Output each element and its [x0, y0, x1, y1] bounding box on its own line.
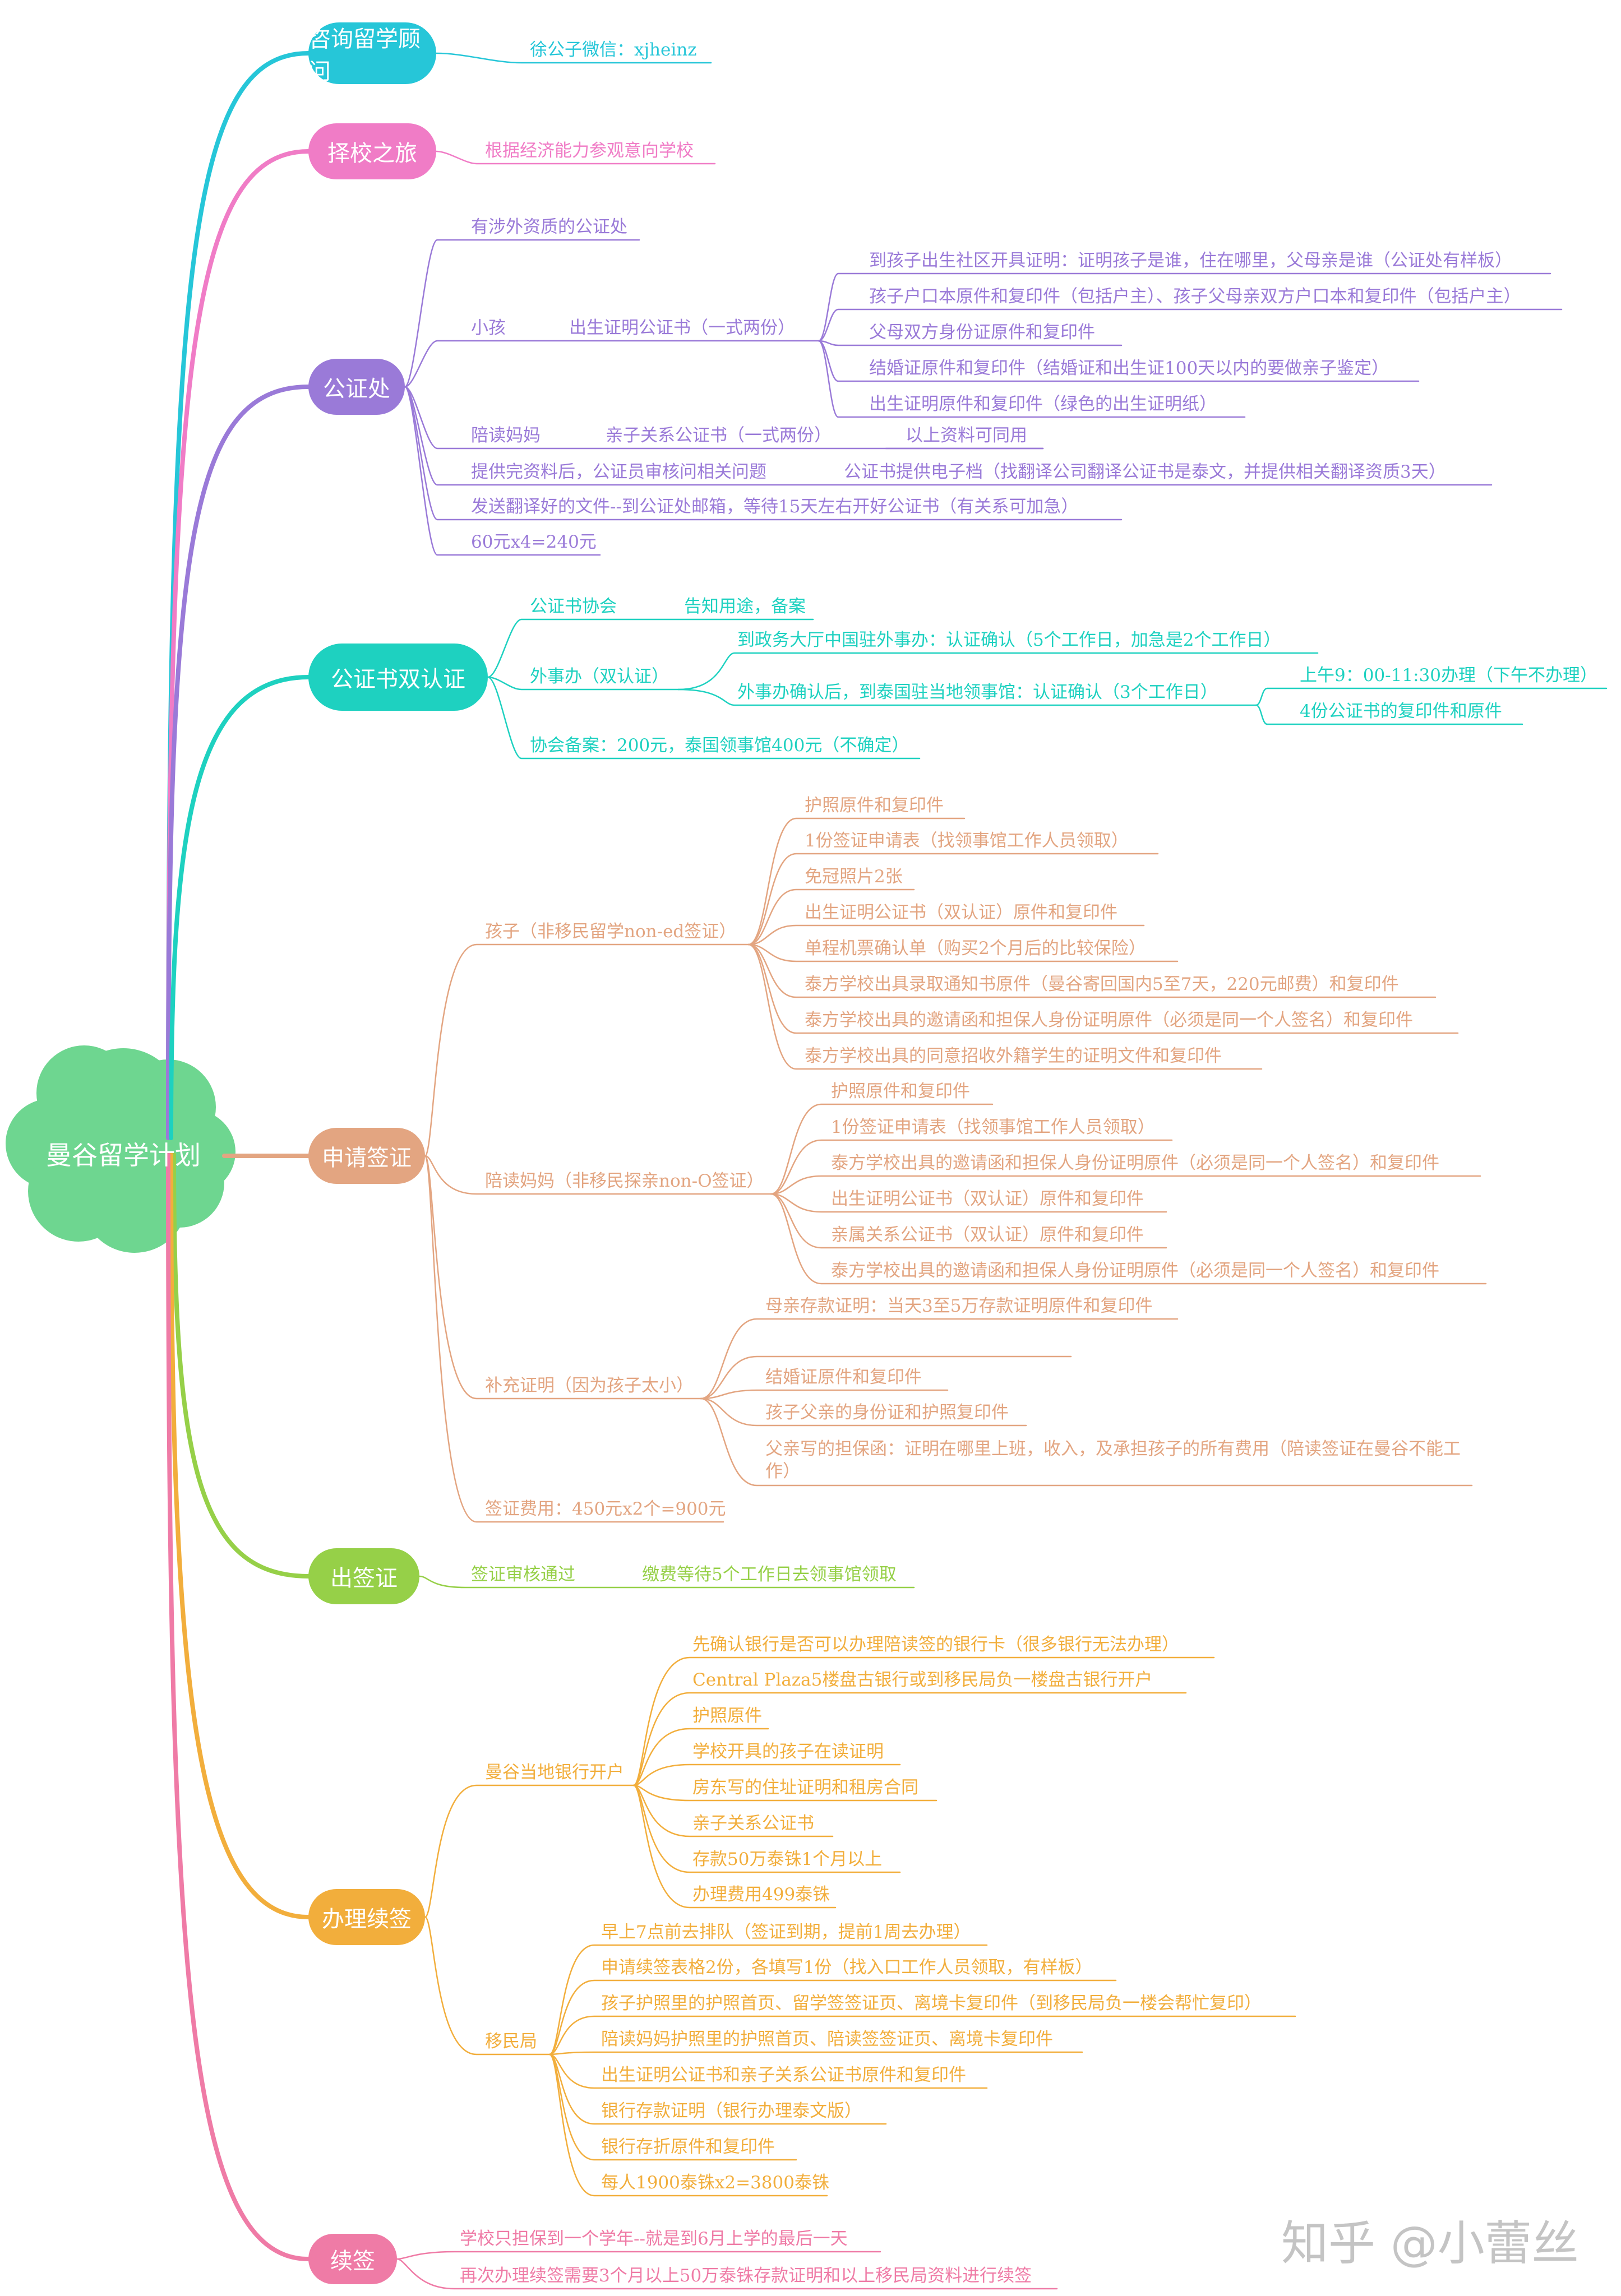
connector-auth	[169, 675, 311, 1140]
renew-immigration-item: 申请续签表格2份，各填写1份（找入口工作人员领取，有样板）	[601, 1957, 1093, 1978]
visa-extra-item: 结婚证原件和复印件	[765, 1367, 922, 1387]
visa-extra-item: 孩子父亲的身份证和护照复印件	[765, 1402, 1009, 1423]
visa-fee: 签证费用：450元x2个=900元	[485, 1499, 726, 1519]
renew-bank: 曼谷当地银行开户	[485, 1762, 624, 1783]
auth-step2: 外事办确认后，到泰国驻当地领事馆：认证确认（3个工作日）	[737, 682, 1218, 702]
renew-immigration-item: 陪读妈妈护照里的护照首页、陪读签签证页、离境卡复印件	[601, 2029, 1053, 2049]
notary-mother: 陪读妈妈	[471, 425, 541, 446]
branch-tour[interactable]: 择校之旅	[308, 123, 436, 179]
branch-consult[interactable]: 咨询留学顾问	[308, 22, 436, 85]
notary-child: 小孩	[471, 318, 506, 338]
auth-step2-docs: 4份公证书的复印件和原件	[1300, 701, 1502, 721]
renew-immigration-item: 银行存折原件和复印件	[601, 2137, 775, 2157]
renew-bank-item: 房东写的住址证明和租房合同	[692, 1777, 918, 1798]
notary-e-file: 公证书提供电子档（找翻译公司翻译公证书是泰文，并提供相关翻译资质3天）	[844, 462, 1446, 482]
connector-notary	[166, 385, 311, 1140]
notary-birth-item: 孩子户口本原件和复印件（包括户主）、孩子父母亲双方户口本和复印件（包括户主）	[869, 286, 1521, 307]
consult-contact: 徐公子微信：xjheinz	[530, 40, 697, 60]
notary-same-docs: 以上资料可同用	[906, 425, 1027, 446]
notary-review: 提供完资料后，公证员审核问相关问题	[471, 462, 766, 482]
visa-child-item: 护照原件和复印件	[805, 795, 944, 816]
visa-mother-item: 出生证明公证书（双认证）原件和复印件	[831, 1189, 1144, 1209]
visa-mother-item: 泰方学校出具的邀请函和担保人身份证明原件（必须是同一个人签名）和复印件	[831, 1261, 1439, 1281]
watermark: 知乎 @小蕾丝	[1281, 2216, 1579, 2271]
renew-immigration-item: 孩子护照里的护照首页、留学签签证页、离境卡复印件（到移民局负一楼会帮忙复印）	[601, 1993, 1262, 2013]
connector-consult	[166, 51, 311, 1140]
notary-birth-cert: 出生证明公证书（一式两份）	[569, 318, 795, 338]
notary-kinship-cert: 亲子关系公证书（一式两份）	[606, 425, 832, 446]
extend-item: 学校只担保到一个学年--就是到6月上学的最后一天	[460, 2229, 848, 2249]
auth-association: 公证书协会	[530, 596, 617, 617]
branch-auth[interactable]: 公证书双认证	[308, 644, 488, 711]
root-title: 曼谷留学计划	[46, 1140, 201, 1170]
visa-mother-item: 1份签证申请表（找领事馆工作人员领取）	[831, 1117, 1155, 1137]
auth-foreign-office: 外事办（双认证）	[530, 666, 669, 687]
visa-mother-item: 亲属关系公证书（双认证）原件和复印件	[831, 1225, 1144, 1245]
renew-immigration-item: 出生证明公证书和亲子关系公证书原件和复印件	[601, 2065, 966, 2085]
visa-child: 孩子（非移民留学non-ed签证）	[485, 922, 737, 942]
renew-bank-item: 亲子关系公证书	[692, 1813, 814, 1834]
branch-extend[interactable]: 续签	[308, 2234, 397, 2284]
notary-birth-item: 出生证明原件和复印件（绿色的出生证明纸）	[869, 394, 1217, 414]
visa-mother-item: 护照原件和复印件	[831, 1081, 970, 1101]
visa-child-item: 出生证明公证书（双认证）原件和复印件	[805, 902, 1117, 923]
notary-send: 发送翻译好的文件--到公证处邮箱，等待15天左右开好公证书（有关系可加急）	[471, 497, 1079, 517]
notary-birth-item: 父母双方身份证原件和复印件	[869, 322, 1095, 342]
visa-child-item: 单程机票确认单（购买2个月后的比较保险）	[805, 938, 1146, 959]
visa-child-item: 泰方学校出具录取通知书原件（曼谷寄回国内5至7天，220元邮费）和复印件	[805, 974, 1399, 994]
renew-bank-item: 先确认银行是否可以办理陪读签的银行卡（很多银行无法办理）	[692, 1635, 1179, 1655]
notary-office: 有涉外资质的公证处	[471, 217, 627, 237]
connector-renew	[169, 1152, 311, 1919]
branch-visa[interactable]: 申请签证	[308, 1128, 425, 1184]
notary-birth-item: 结婚证原件和复印件（结婚证和出生证100天以内的要做亲子鉴定）	[869, 358, 1389, 378]
renew-immigration-item: 早上7点前去排队（签证到期，提前1周去办理）	[601, 1922, 971, 1942]
extend-item: 再次办理续签需要3个月以上50万泰铢存款证明和以上移民局资料进行续签	[460, 2266, 1032, 2286]
auth-step1: 到政务大厅中国驻外事办：认证确认（5个工作日，加急是2个工作日）	[737, 630, 1281, 650]
visa-mother-item: 泰方学校出具的邀请函和担保人身份证明原件（必须是同一个人签名）和复印件	[831, 1153, 1439, 1173]
branch-renew[interactable]: 办理续签	[308, 1889, 425, 1945]
visa-mother: 陪读妈妈（非移民探亲non-O签证）	[485, 1171, 764, 1191]
visa-child-item: 泰方学校出具的邀请函和担保人身份证明原件（必须是同一个人签名）和复印件	[805, 1010, 1413, 1030]
renew-bank-item: 学校开具的孩子在读证明	[692, 1742, 884, 1762]
auth-fees: 协会备案：200元，泰国领事馆400元（不确定）	[530, 735, 909, 756]
renew-bank-item: 办理费用499泰铢	[692, 1885, 830, 1905]
auth-step2-hours: 上午9：00-11:30办理（下午不办理）	[1300, 665, 1597, 686]
renew-bank-item: 护照原件	[692, 1706, 762, 1726]
visa-extra: 补充证明（因为孩子太小）	[485, 1376, 694, 1396]
visa-child-item: 1份签证申请表（找领事馆工作人员领取）	[805, 831, 1129, 851]
visa-child-item: 免冠照片2张	[805, 867, 903, 887]
tour-note: 根据经济能力参观意向学校	[485, 141, 694, 161]
notary-birth-item: 到孩子出生社区开具证明：证明孩子是谁，住在哪里，父母亲是谁（公证处有样板）	[869, 251, 1512, 271]
renew-bank-item: Central Plaza5楼盘古银行或到移民局负一楼盘古银行开户	[692, 1670, 1153, 1690]
issue-approved: 签证审核通过	[471, 1564, 575, 1585]
renew-immigration: 移民局	[485, 2031, 537, 2052]
branch-issue[interactable]: 出签证	[308, 1548, 419, 1604]
visa-extra-item: 父亲写的担保函：证明在哪里上班，收入，及承担孩子的所有费用（陪读签证在曼谷不能工…	[765, 1439, 1461, 1482]
renew-immigration-item: 银行存款证明（银行办理泰文版）	[601, 2101, 862, 2121]
visa-child-item: 泰方学校出具的同意招收外籍学生的证明文件和复印件	[805, 1046, 1222, 1066]
branch-notary[interactable]: 公证处	[308, 359, 405, 415]
root-cloud	[6, 1045, 235, 1253]
notary-fee: 60元x4=240元	[471, 532, 597, 552]
visa-extra-item: 母亲存款证明：当天3至5万存款证明原件和复印件	[765, 1296, 1153, 1316]
issue-pickup: 缴费等待5个工作日去领事馆领取	[642, 1564, 897, 1585]
renew-bank-item: 存款50万泰铢1个月以上	[692, 1849, 883, 1869]
renew-immigration-item: 每人1900泰铢x2=3800泰铢	[601, 2173, 829, 2193]
auth-association-note: 告知用途，备案	[684, 596, 806, 617]
connector-extend	[166, 1152, 311, 2261]
connector-issue	[172, 1152, 311, 1578]
